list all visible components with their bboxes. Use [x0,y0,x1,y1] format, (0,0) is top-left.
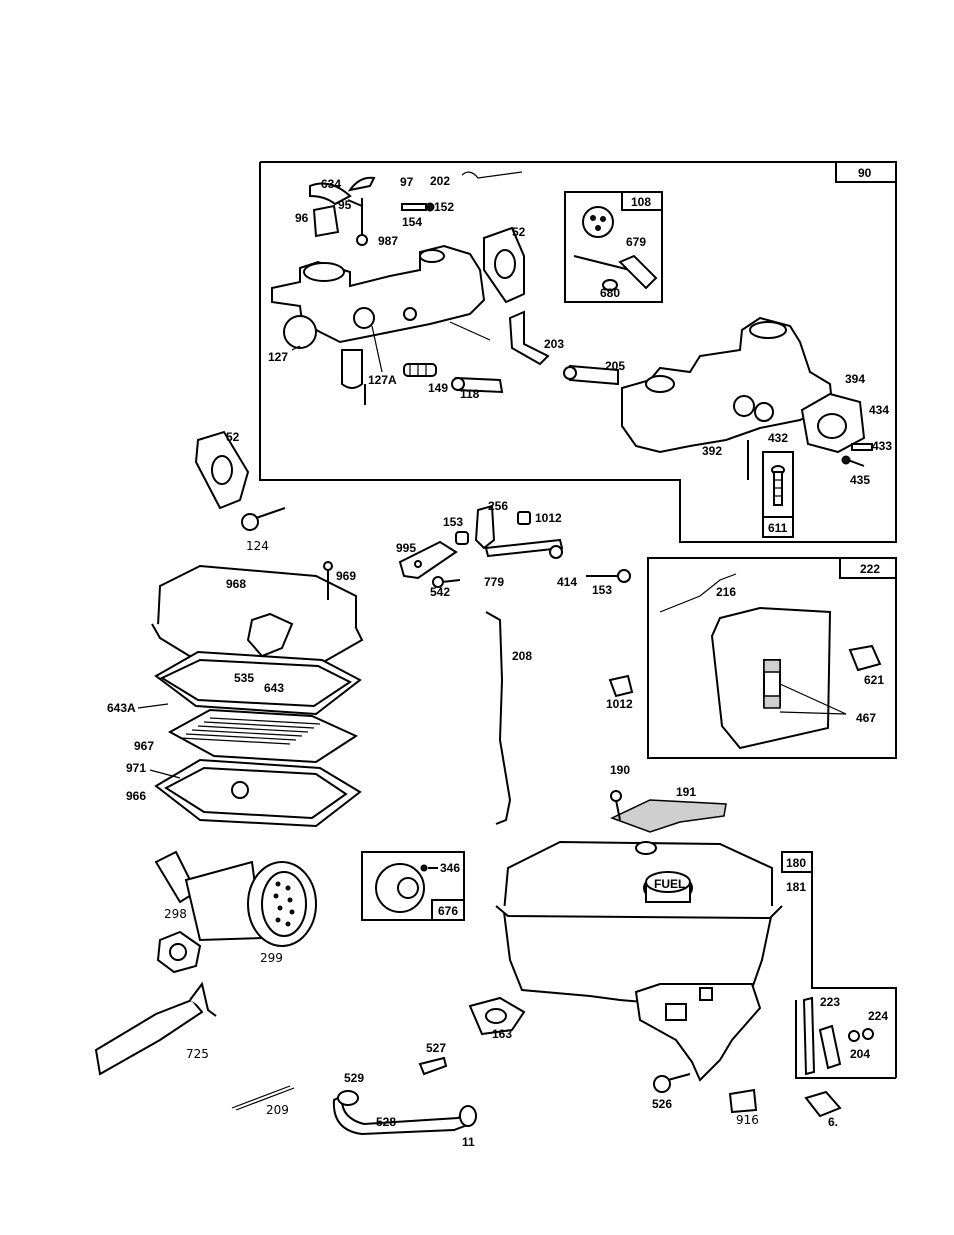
label-1012-lower: 1012 [606,697,633,711]
label-995: 995 [396,541,416,555]
label-152: 152 [434,200,454,214]
label-432: 432 [768,431,788,445]
governor-group-box: 222 216 621 467 [648,558,896,758]
kit-611-box: 611 [763,452,793,537]
kit-number-108: 108 [631,195,651,209]
label-223: 223 [820,995,840,1009]
label-52-upper: 52 [512,225,526,239]
label-621: 621 [864,673,884,687]
label-527: 527 [426,1041,446,1055]
label-634: 634 [321,177,341,191]
carburetor-body-right [622,318,872,480]
label-725: 725 [186,1047,209,1061]
label-643: 643 [264,681,284,695]
fuel-tank-group: 180 FUEL 190 191 181 [496,763,896,1080]
label-916: 916 [736,1113,759,1127]
label-224: 224 [868,1009,888,1023]
label-967: 967 [134,739,154,753]
label-209: 209 [266,1103,289,1117]
label-52-lower: 52 [226,430,240,444]
label-256: 256 [488,499,508,513]
label-526: 526 [652,1097,672,1111]
group-number-90: 90 [858,166,872,180]
label-414: 414 [557,575,577,589]
label-968: 968 [226,577,246,591]
label-96: 96 [295,211,309,225]
label-202: 202 [430,174,450,188]
label-966: 966 [126,789,146,803]
label-181: 181 [786,880,806,894]
label-971: 971 [126,761,146,775]
label-434: 434 [869,403,889,417]
label-680: 680 [600,286,620,300]
bracket-223-box: 223 224 204 [796,995,896,1078]
label-154: 154 [402,215,422,229]
label-987: 987 [378,234,398,248]
label-204: 204 [850,1047,870,1061]
air-cleaner-assembly: 968 969 535 643 643A 967 971 966 [107,562,362,826]
label-542: 542 [430,585,450,599]
label-433: 433 [872,439,892,453]
label-299: 299 [260,951,283,965]
kit-number-676: 676 [438,904,458,918]
label-535: 535 [234,671,254,685]
label-435: 435 [850,473,870,487]
label-203: 203 [544,337,564,351]
group-number-222: 222 [860,562,880,576]
fuel-cap-text: FUEL [654,877,685,891]
governor-linkage: 153 256 1012 995 779 542 414 153 [396,499,630,599]
group-number-180: 180 [786,856,806,870]
label-208: 208 [512,649,532,663]
label-969: 969 [336,569,356,583]
label-97: 97 [400,175,414,189]
label-392: 392 [702,444,722,458]
label-153-upper: 153 [443,515,463,529]
label-643a: 643A [107,701,136,715]
label-679: 679 [626,235,646,249]
label-11: 11 [462,1135,475,1149]
label-779: 779 [484,575,504,589]
label-394: 394 [845,372,865,386]
label-124: 124 [246,539,269,553]
label-529: 529 [344,1071,364,1085]
label-191: 191 [676,785,696,799]
label-1012-upper: 1012 [535,511,562,525]
choke-kit-box: 676 346 [362,852,464,920]
label-6: 6. [828,1115,838,1129]
label-205: 205 [605,359,625,373]
label-149: 149 [428,381,448,395]
label-163: 163 [492,1027,512,1041]
label-467: 467 [856,711,876,725]
label-95: 95 [338,198,352,212]
label-346: 346 [440,861,460,875]
label-216: 216 [716,585,736,599]
label-153-lower: 153 [592,583,612,597]
label-298: 298 [164,907,187,921]
label-118: 118 [460,387,480,401]
muffler-assembly: 298 299 725 [96,852,316,1074]
governor-rod: 208 1012 [486,612,633,824]
label-127: 127 [268,350,288,364]
intake-gasket-52: 52 124 [196,430,285,553]
label-528: 528 [376,1115,396,1129]
kit-108-box: 108 679 680 [565,192,662,302]
label-127a: 127A [368,373,397,387]
kit-number-611: 611 [768,521,788,535]
label-190: 190 [610,763,630,777]
